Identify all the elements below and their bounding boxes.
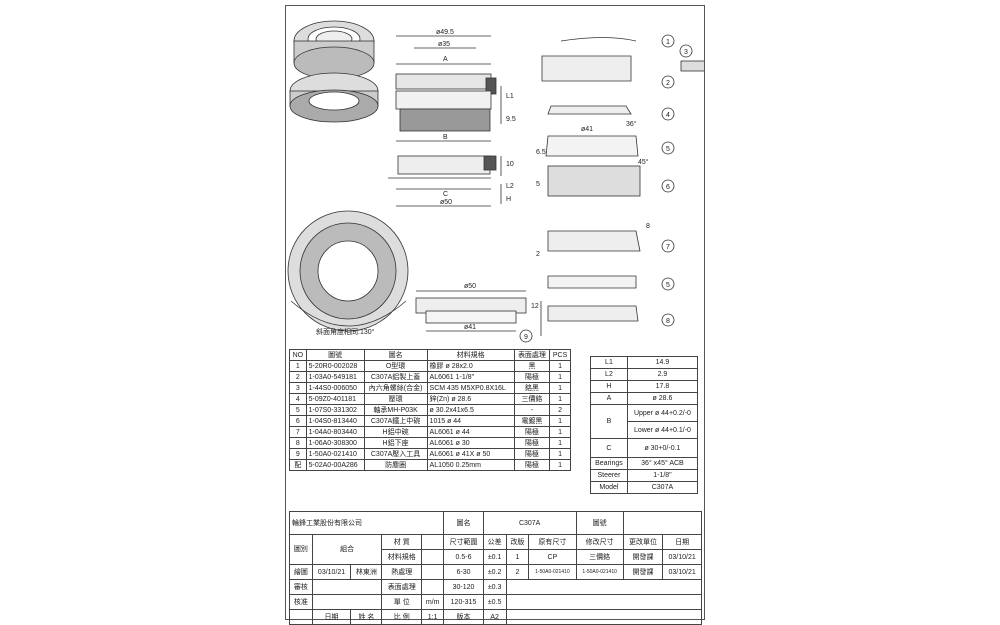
dim-L2: L2 xyxy=(506,183,514,190)
ring-top-view xyxy=(287,210,409,332)
callout-1: 1 xyxy=(666,39,670,46)
callout-5b: 5 xyxy=(666,282,670,289)
drawing-name: C307A xyxy=(482,511,577,535)
callout-2: 2 xyxy=(666,80,670,87)
callout-3: 3 xyxy=(684,49,688,56)
title-block: 輪鋒工業股份有限公司 圖名 C307A 圖號 圖別 組合 材 質 尺寸範圍 公差… xyxy=(288,511,703,625)
upper-section-view xyxy=(388,35,502,207)
callout-8: 8 xyxy=(666,318,670,325)
name-label: 圖名 xyxy=(443,511,484,535)
table-row: 日期 姓 名 比 例 1:1 版本 A2 xyxy=(289,609,703,625)
drawing-no-label: 圖號 xyxy=(575,511,624,535)
dim-d41: ø41 xyxy=(581,126,593,133)
table-row: 圖別 組合 材 質 尺寸範圍 公差 改版 原有尺寸 修改尺寸 更改單位 日期 xyxy=(289,534,702,565)
dim-d8: 8 xyxy=(646,223,650,230)
dim-C: C xyxy=(443,191,448,198)
dim-d65: 6.5 xyxy=(536,149,546,156)
dim-d50b: ø50 xyxy=(464,283,476,290)
press-tool-view xyxy=(415,290,527,332)
dim-d2: 2 xyxy=(536,251,540,258)
table-row: 核准 單 位 m/m 120-315 ±0.5 xyxy=(289,594,703,610)
dim-d12: 12 xyxy=(531,303,539,310)
dim-45deg: 45° xyxy=(638,158,649,166)
dim-d95: 9.5 xyxy=(506,116,516,123)
callout-7: 7 xyxy=(666,244,670,251)
dim-L1: L1 xyxy=(506,93,514,100)
table-row: 審核 表面處理 30-120 ±0.3 xyxy=(289,579,703,595)
drawing-sheet: ø49.5 ø35 A B C ø50 L1 9.5 10 L2 H ø41 4… xyxy=(285,5,705,625)
title-row: 輪鋒工業股份有限公司 圖名 C307A 圖號 xyxy=(288,511,703,535)
technical-drawing: ø49.5 ø35 A B C ø50 L1 9.5 10 L2 H ø41 4… xyxy=(287,20,704,343)
dim-36deg: 36° xyxy=(626,120,637,128)
dim-H: H xyxy=(506,196,511,203)
dim-B: B xyxy=(443,134,448,141)
dim-d495: ø49.5 xyxy=(436,29,454,36)
callout-5a: 5 xyxy=(666,146,670,153)
angle-note: 斜面角度相同:130° xyxy=(316,327,375,336)
callout-markers xyxy=(519,34,693,343)
table-row: 繪圖 03/10/21 林東洲 熱處理 6-30 ±0.2 2 1-50A0-0… xyxy=(289,564,702,580)
headset-3d-view xyxy=(289,20,379,123)
dim-d41b: ø41 xyxy=(464,324,476,331)
callout-6: 6 xyxy=(666,184,670,191)
table-header-row: NO 圖號 圖名 材料規格 表面處理 PCS xyxy=(289,349,571,361)
company-name: 輪鋒工業股份有限公司 xyxy=(288,511,445,535)
dim-d35: ø35 xyxy=(438,41,450,48)
callout-9: 9 xyxy=(524,334,528,341)
dim-d5: 5 xyxy=(536,181,540,188)
dim-d10: 10 xyxy=(506,161,514,168)
callout-4: 4 xyxy=(666,112,670,119)
exploded-parts-view xyxy=(540,37,704,336)
dim-A: A xyxy=(443,56,448,63)
dim-d50: ø50 xyxy=(440,199,452,206)
